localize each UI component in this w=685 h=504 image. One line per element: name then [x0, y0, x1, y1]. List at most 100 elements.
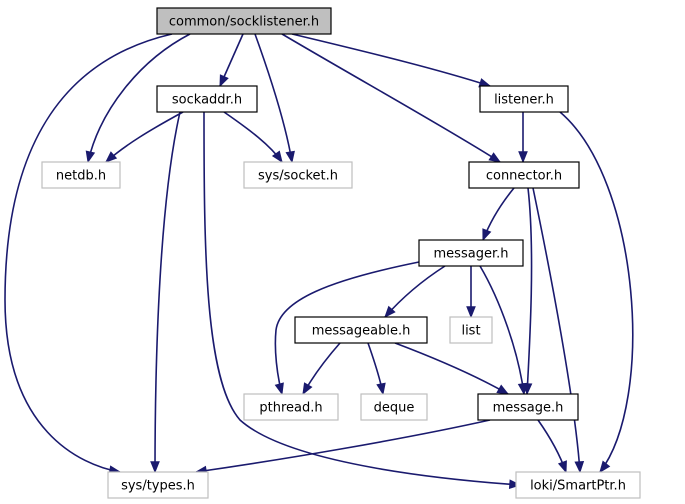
- node-box: [41, 161, 121, 189]
- edge-line: [526, 187, 533, 395]
- edge-connector-to-message: [522, 187, 533, 396]
- node-label: list: [461, 324, 480, 339]
- node-box: [107, 471, 209, 499]
- edge-message-to-smartptr: [537, 419, 567, 474]
- node-box: [479, 85, 569, 113]
- node-box: [418, 239, 524, 267]
- edge-arrowhead: [271, 150, 283, 164]
- edge-root-to-connector: [281, 33, 502, 163]
- node-label: loki/SmartPtr.h: [530, 479, 626, 494]
- edge-arrowhead: [85, 150, 96, 164]
- node-netdb: netdb.h: [41, 161, 121, 189]
- node-box: [243, 161, 353, 189]
- node-messager[interactable]: messager.h: [418, 239, 524, 267]
- edge-arrowhead: [482, 228, 492, 242]
- edge-root-to-sockaddr: [219, 33, 244, 88]
- edge-line: [291, 33, 491, 87]
- node-box: [449, 316, 493, 344]
- node-listener[interactable]: listener.h: [479, 85, 569, 113]
- node-connector[interactable]: connector.h: [468, 161, 580, 189]
- edge-listener-to-smartptr: [559, 111, 634, 474]
- edge-messageable-to-deque: [367, 342, 386, 396]
- edge-line: [223, 111, 283, 163]
- edge-arrowhead: [517, 382, 528, 396]
- edge-line: [281, 33, 501, 163]
- edge-messager-to-pthread: [274, 261, 420, 396]
- edge-line: [195, 419, 491, 473]
- edge-line: [394, 342, 509, 395]
- node-types: sys/types.h: [107, 471, 209, 499]
- nodes-layer: common/socklistener.h sockaddr.h listener.…: [41, 7, 641, 499]
- edge-listener-to-connector: [518, 112, 528, 164]
- node-pthread: pthread.h: [243, 393, 339, 421]
- edge-arrowhead: [496, 384, 510, 395]
- edge-sockaddr-to-socket: [223, 111, 283, 164]
- edge-arrowhead: [302, 382, 313, 396]
- edge-arrowhead: [285, 150, 295, 164]
- edge-line: [203, 111, 521, 486]
- node-box: [156, 7, 332, 35]
- edge-sockaddr-to-types: [150, 111, 181, 474]
- edge-line: [479, 265, 525, 395]
- edge-line: [274, 261, 420, 395]
- edge-line: [532, 187, 581, 473]
- node-label: messageable.h: [312, 324, 411, 339]
- edge-arrowhead: [488, 152, 502, 163]
- edge-sockaddr-to-netdb: [104, 111, 184, 163]
- edge-arrowhead: [574, 460, 585, 474]
- edge-arrowhead: [599, 460, 611, 474]
- node-label: messager.h: [434, 247, 509, 262]
- edge-arrowhead: [508, 479, 522, 489]
- edge-connector-to-messager: [482, 187, 515, 242]
- edge-connector-to-smartptr: [532, 187, 585, 474]
- edge-messageable-to-message: [394, 342, 510, 395]
- node-label: common/socklistener.h: [169, 15, 319, 30]
- node-label: sys/socket.h: [258, 169, 338, 184]
- node-label: sockaddr.h: [172, 93, 242, 108]
- edge-messager-to-message: [479, 265, 528, 396]
- node-box: [294, 316, 428, 344]
- edge-line: [254, 33, 293, 163]
- edge-arrowhead: [274, 382, 284, 396]
- node-label: sys/types.h: [121, 479, 195, 494]
- node-box: [515, 471, 641, 499]
- node-label: deque: [374, 401, 415, 416]
- edge-arrowhead: [219, 74, 229, 88]
- edge-message-to-types: [194, 419, 491, 476]
- edge-arrowhead: [104, 151, 118, 163]
- node-sockaddr[interactable]: sockaddr.h: [156, 85, 258, 113]
- edge-messager-to-messageable: [384, 265, 446, 319]
- edge-line: [384, 265, 446, 318]
- edge-sockaddr-to-smartptr: [203, 111, 522, 489]
- edge-root-to-listener: [291, 33, 492, 88]
- node-box: [360, 393, 428, 421]
- node-label: message.h: [493, 401, 564, 416]
- edge-arrowhead: [376, 382, 386, 396]
- node-label: listener.h: [494, 93, 554, 108]
- edge-arrowhead: [466, 306, 476, 319]
- edge-root-to-types: [4, 33, 173, 475]
- node-label: netdb.h: [56, 169, 106, 184]
- node-smartptr: loki/SmartPtr.h: [515, 471, 641, 499]
- node-messageable[interactable]: messageable.h: [294, 316, 428, 344]
- edge-root-to-socket: [254, 33, 295, 164]
- edge-line: [4, 33, 173, 473]
- node-list: list: [449, 316, 493, 344]
- edge-line: [559, 111, 634, 473]
- node-box: [477, 393, 579, 421]
- node-box: [156, 85, 258, 113]
- node-deque: deque: [360, 393, 428, 421]
- edge-line: [154, 111, 181, 473]
- edge-line: [87, 33, 191, 163]
- node-box: [468, 161, 580, 189]
- node-message[interactable]: message.h: [477, 393, 579, 421]
- node-label: connector.h: [486, 169, 562, 184]
- edge-arrowhead: [384, 305, 396, 319]
- node-label: pthread.h: [259, 401, 322, 416]
- node-socket: sys/socket.h: [243, 161, 353, 189]
- node-root[interactable]: common/socklistener.h: [156, 7, 332, 35]
- edge-arrowhead: [518, 151, 528, 164]
- node-box: [243, 393, 339, 421]
- edges-layer: [4, 33, 634, 489]
